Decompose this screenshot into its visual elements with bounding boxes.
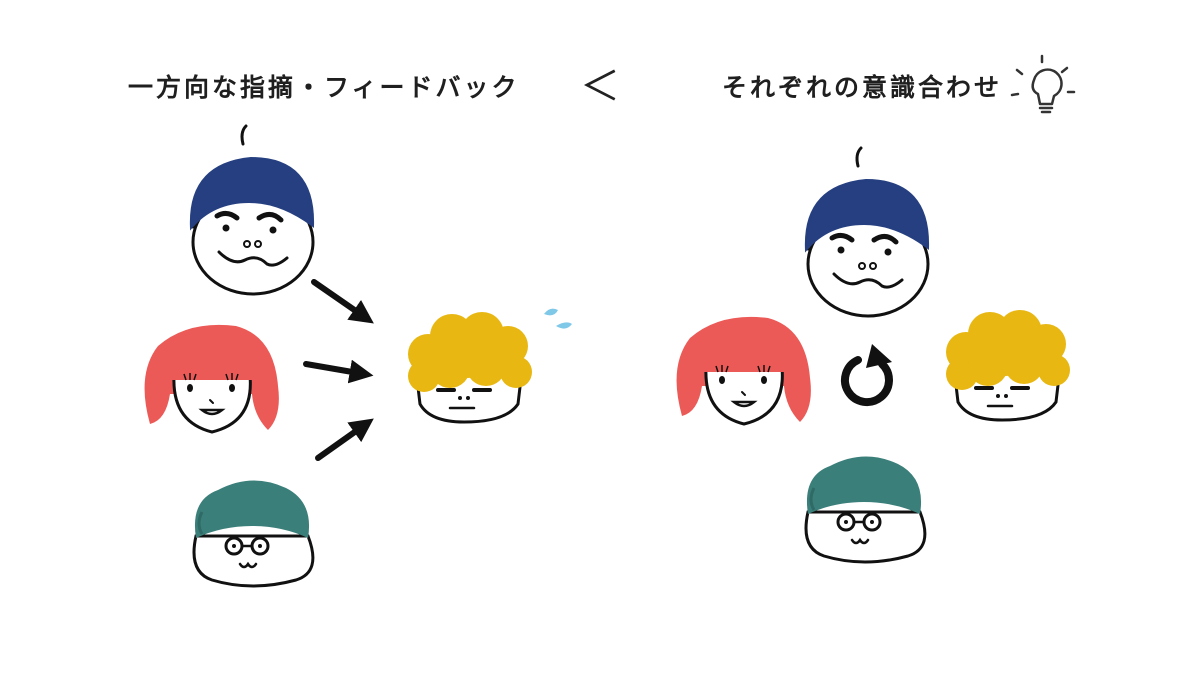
left-panel xyxy=(143,126,572,588)
teal-glasses-character xyxy=(804,454,927,564)
less-than-symbol: ＜ xyxy=(580,64,620,110)
red-bob-character xyxy=(675,315,813,426)
teal-glasses-character xyxy=(192,478,315,588)
right-panel xyxy=(675,148,1072,564)
left-heading: 一方向な指摘・フィードバック xyxy=(128,73,520,102)
navy-beret-character xyxy=(806,148,928,316)
navy-beret-character xyxy=(191,126,313,294)
yellow-curly-character xyxy=(406,310,534,424)
yellow-curly-character xyxy=(944,308,1072,422)
refresh-cycle-icon xyxy=(841,344,893,407)
lightbulb-icon xyxy=(1010,54,1076,114)
arrow-icon xyxy=(311,279,374,324)
sweat-drops-icon xyxy=(544,308,572,329)
arrow-icon xyxy=(303,359,374,384)
red-bob-character xyxy=(143,323,281,434)
right-heading: それぞれの意識合わせ xyxy=(722,73,1003,102)
arrow-icon xyxy=(315,418,374,461)
